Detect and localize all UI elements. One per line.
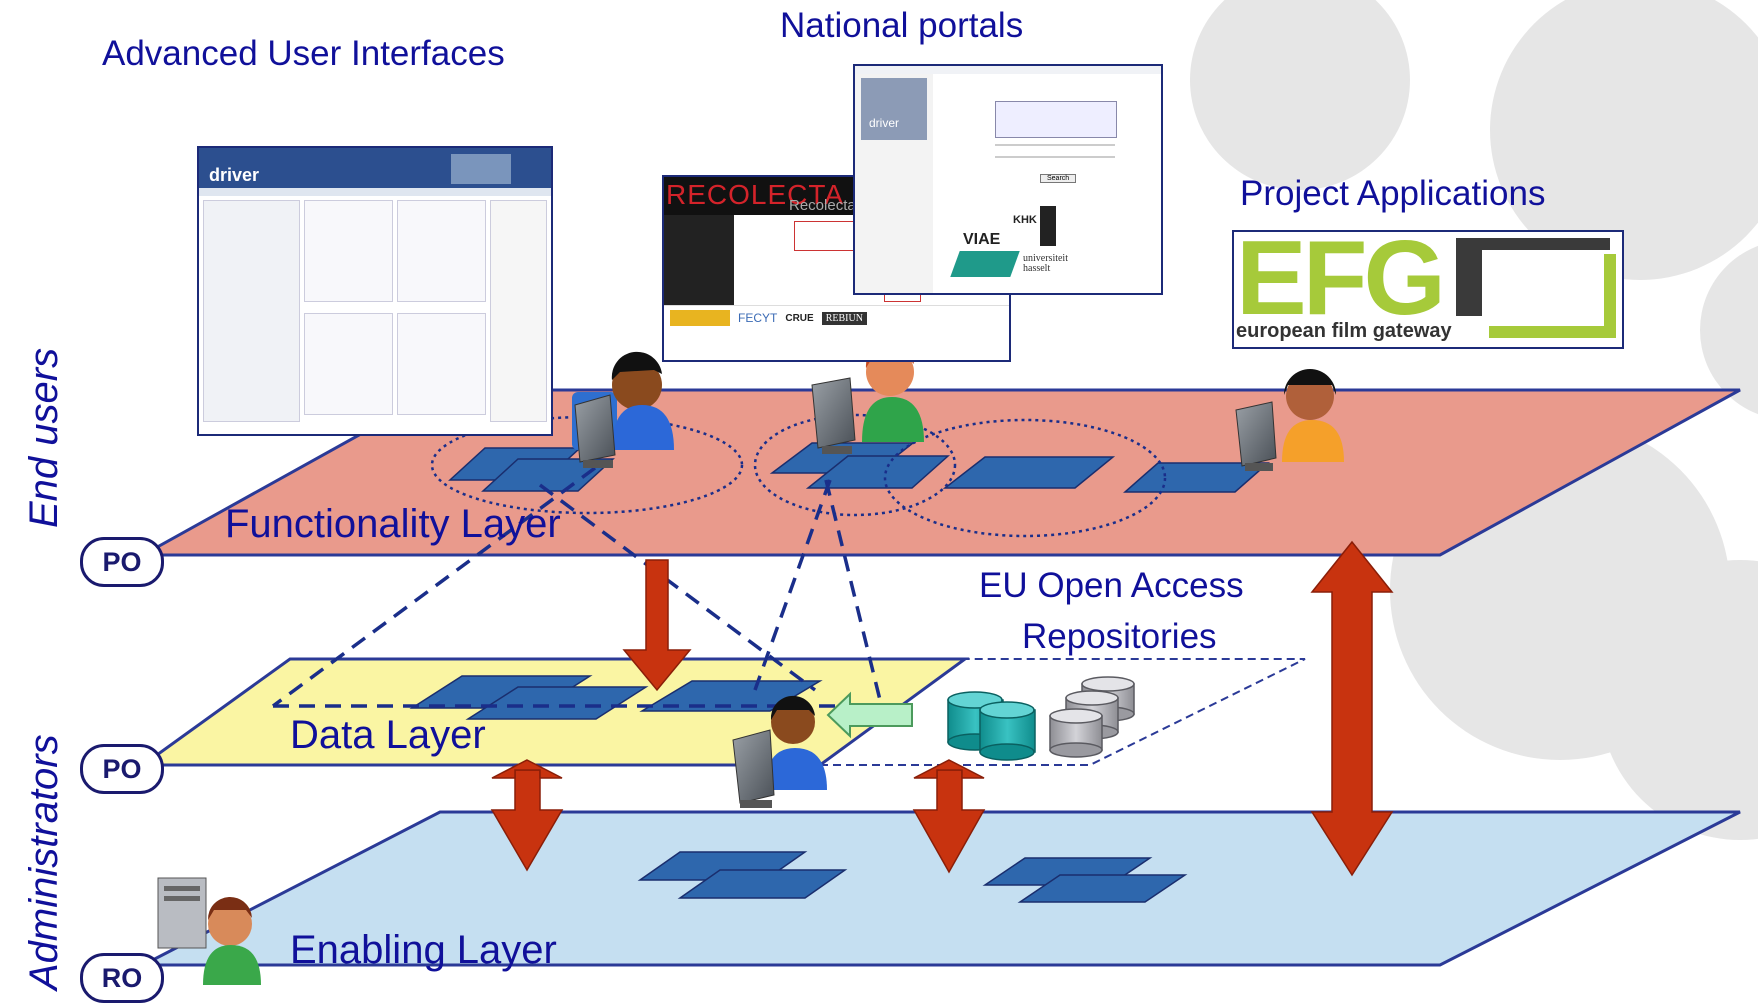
repositories-area — [816, 658, 1306, 766]
brand-khk: KHK — [1013, 214, 1037, 226]
recolecta-title: RECOLECTA — [666, 179, 845, 210]
administrators-label: Administrators — [22, 734, 66, 990]
data-tiles — [409, 675, 823, 720]
efg-wordmark: EFG — [1236, 230, 1446, 337]
national-portals-label: National portals — [780, 6, 1024, 45]
layer-arrows — [490, 540, 1394, 877]
brand-viae: VIAE — [963, 231, 1001, 248]
eu-repositories-label-line2: Repositories — [1022, 617, 1217, 656]
national-portal-search-button: Search — [1040, 174, 1077, 183]
functionality-tiles — [448, 442, 1270, 493]
administrator-workstation — [732, 695, 827, 808]
harvest-arrow — [826, 691, 913, 739]
driver-portal-screenshot: driver — [197, 146, 553, 436]
brand-hasselt: universiteit hasselt — [1023, 253, 1068, 274]
data-po-badge: PO — [80, 744, 164, 794]
eu-repositories-label-line1: EU Open Access — [979, 566, 1244, 605]
recolecta-subtitle: Recolecta — [789, 197, 856, 214]
efg-tagline: european film gateway — [1236, 320, 1452, 342]
user-workstation-3 — [1235, 369, 1344, 471]
enabling-ro-badge: RO — [80, 953, 164, 1003]
enabling-tiles — [637, 851, 1188, 903]
driver-logo: driver — [209, 165, 260, 185]
national-portal-screenshot: driver Search VIAE KHK universiteit hass… — [853, 64, 1163, 295]
user-workstation-1 — [572, 351, 674, 468]
sponsor-fecyt: FECYT — [738, 311, 778, 325]
project-applications-label: Project Applications — [1240, 174, 1546, 213]
functionality-po-badge: PO — [80, 537, 164, 587]
server-administrator — [157, 877, 261, 985]
end-users-label: End users — [22, 347, 66, 528]
sponsor-rebiun: REBIUN — [821, 311, 867, 325]
data-layer-label: Data Layer — [290, 713, 486, 757]
national-portal-logo: driver — [869, 116, 900, 130]
repository-icons — [947, 676, 1135, 761]
enabling-layer-label: Enabling Layer — [290, 928, 557, 972]
efg-logo: EFG european film gateway — [1232, 230, 1624, 349]
sponsor-crue: CRUE — [785, 312, 814, 324]
advanced-user-interfaces-label: Advanced User Interfaces — [102, 34, 505, 73]
functionality-layer-label: Functionality Layer — [225, 502, 561, 546]
